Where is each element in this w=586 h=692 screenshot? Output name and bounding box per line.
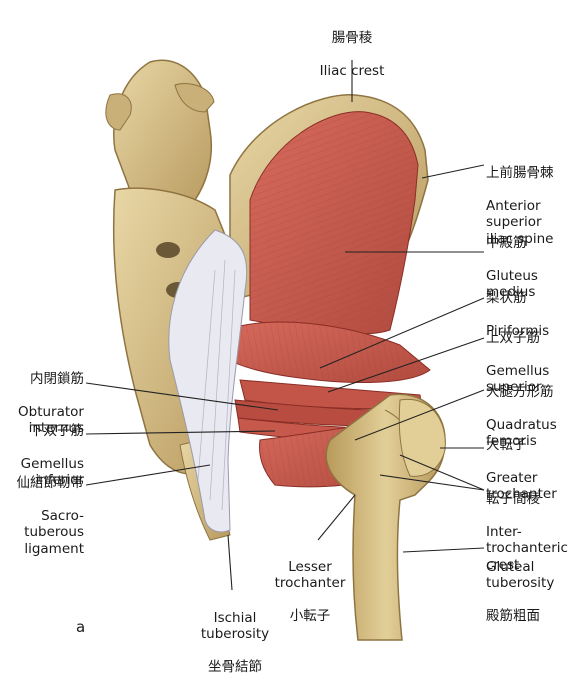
label-asis-jp: 上前腸骨棘 bbox=[486, 164, 554, 181]
sacrotuberous-ligament bbox=[168, 229, 248, 533]
label-sacrotuberous-ligament-en: Sacro- tuberous ligament bbox=[24, 507, 84, 557]
label-iliac-crest: 腸骨稜 Iliac crest bbox=[292, 13, 412, 96]
label-piriformis: 梨状筋 Piriformis bbox=[486, 273, 582, 356]
label-ischial-tuberosity-jp: 坐骨結節 bbox=[208, 659, 262, 675]
label-gluteus-medius-jp: 中殿筋 bbox=[486, 234, 527, 251]
label-quadratus-femoris-en: Quadratus femoris bbox=[486, 416, 557, 450]
label-iliac-crest-jp: 腸骨稜 bbox=[331, 29, 373, 46]
label-gluteal-tuberosity-jp: 殿筋粗面 bbox=[486, 608, 540, 624]
label-intertrochanteric-crest: 転子間稜 Inter- trochanteric crest bbox=[486, 474, 582, 590]
label-lesser-trochanter-jp: 小転子 bbox=[289, 608, 331, 624]
label-sacrotuberous-ligament-jp: 仙結節靭帯 bbox=[16, 474, 85, 491]
label-obturator-internus-en: Obturator internus bbox=[18, 403, 84, 437]
label-iliac-crest-en: Iliac crest bbox=[319, 62, 385, 79]
label-gemellus-superior: 上双子筋 Gemellus superior bbox=[486, 313, 582, 412]
label-intertrochanteric-crest-jp: 転子間稜 bbox=[486, 490, 540, 507]
leader-lines bbox=[85, 60, 485, 591]
label-greater-trochanter-en: Greater trochanter bbox=[486, 469, 557, 503]
label-gemellus-inferior-jp: 下双子筋 bbox=[30, 422, 84, 439]
label-obturator-internus-jp: 内閉鎖筋 bbox=[30, 370, 84, 387]
label-gemellus-superior-jp: 上双子筋 bbox=[486, 329, 540, 346]
label-asis: 上前腸骨棘 Anterior superior iliac spine bbox=[486, 148, 582, 264]
label-ischial-tuberosity: Ischial tuberosity 坐骨結節 bbox=[185, 593, 285, 692]
gluteus-medius-muscle bbox=[249, 111, 419, 335]
label-gluteus-medius-en: Gluteus medius bbox=[486, 267, 538, 301]
label-lesser-trochanter: Lesser trochanter 小転子 bbox=[265, 542, 355, 641]
figure-letter: a bbox=[76, 618, 86, 636]
label-piriformis-jp: 梨状筋 bbox=[486, 289, 527, 306]
label-gemellus-superior-en: Gemellus superior bbox=[486, 362, 550, 396]
label-asis-en: Anterior superior iliac spine bbox=[486, 197, 554, 247]
label-gluteal-tuberosity: Gluteal tuberosity 殿筋粗面 bbox=[486, 542, 582, 641]
label-quadratus-femoris: 大腿方形筋 Quadratus femoris bbox=[486, 367, 582, 466]
label-obturator-internus: 内閉鎖筋 Obturator internus bbox=[4, 354, 84, 453]
label-piriformis-en: Piriformis bbox=[486, 322, 550, 339]
label-gemellus-inferior: 下双子筋 Gemellus inferior bbox=[4, 406, 84, 505]
label-lesser-trochanter-en: Lesser trochanter bbox=[274, 558, 346, 592]
label-gluteal-tuberosity-en: Gluteal tuberosity bbox=[486, 558, 555, 592]
label-intertrochanteric-crest-en: Inter- trochanteric crest bbox=[486, 523, 568, 573]
label-gemellus-inferior-en: Gemellus inferior bbox=[20, 455, 84, 489]
piriformis-muscle bbox=[219, 321, 431, 384]
label-ischial-tuberosity-en: Ischial tuberosity bbox=[200, 609, 270, 643]
label-greater-trochanter: 大転子 Greater trochanter bbox=[486, 420, 582, 519]
label-greater-trochanter-jp: 大転子 bbox=[486, 436, 527, 453]
label-gluteus-medius: 中殿筋 Gluteus medius bbox=[486, 218, 582, 317]
label-sacrotuberous-ligament: 仙結節靭帯 Sacro- tuberous ligament bbox=[0, 458, 85, 574]
label-quadratus-femoris-jp: 大腿方形筋 bbox=[486, 383, 554, 400]
